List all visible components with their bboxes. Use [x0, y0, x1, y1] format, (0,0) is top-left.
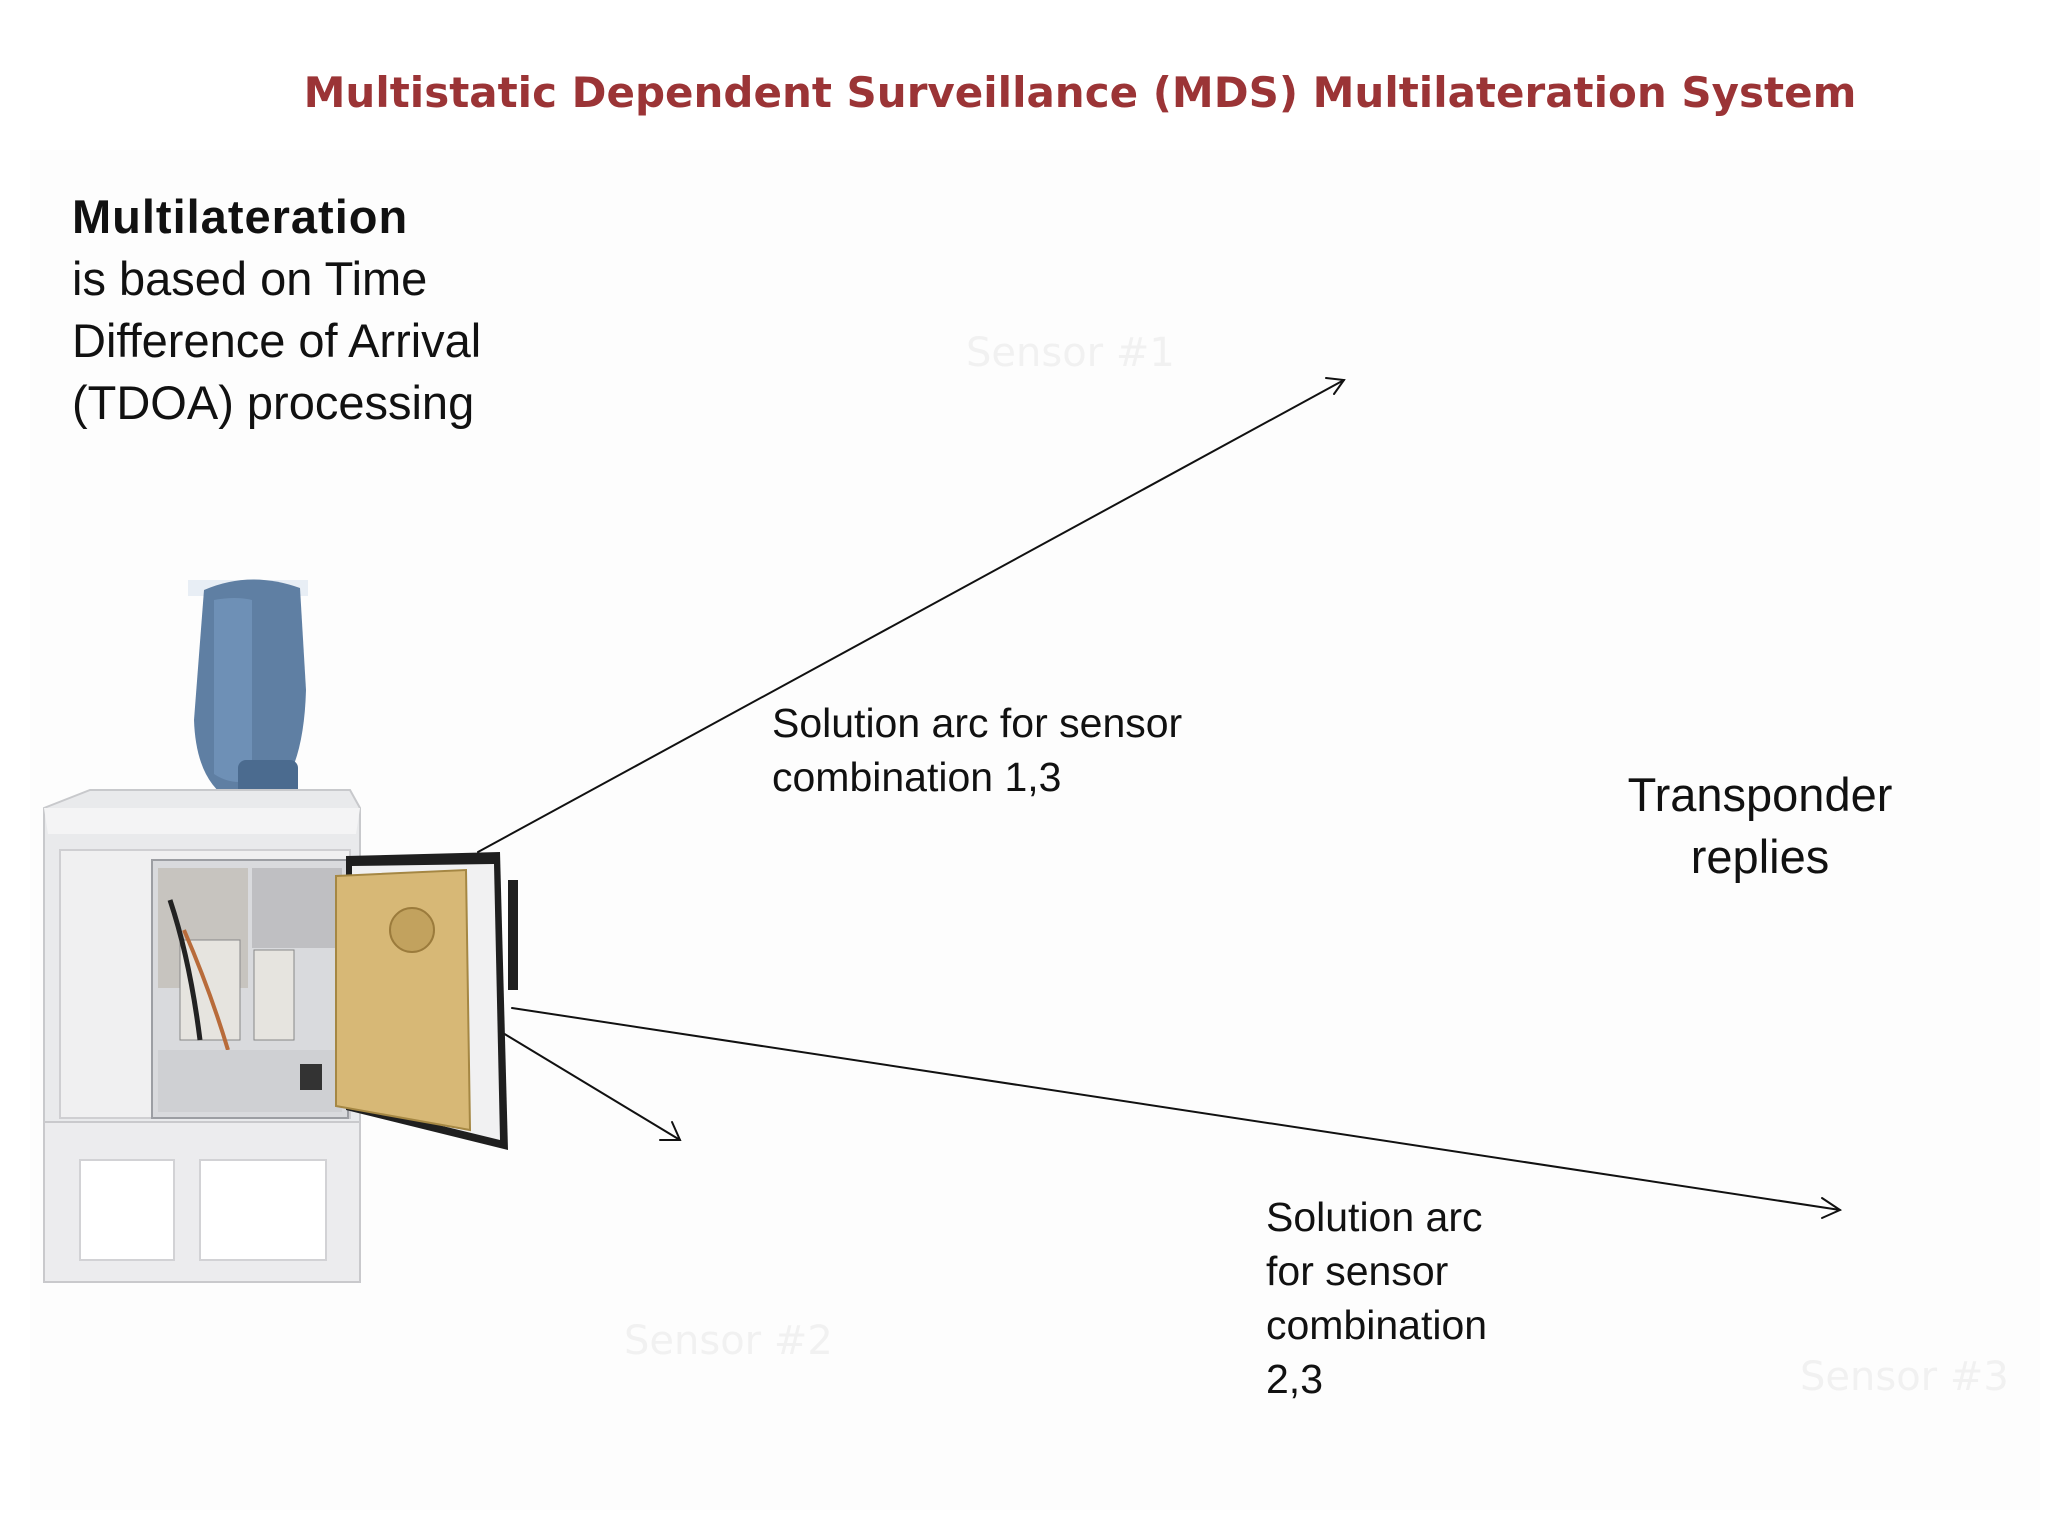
intro-text: Multilateration is based on Time Differe… [72, 186, 592, 434]
arc-2-3-line-3: combination [1266, 1302, 1488, 1348]
arc-1-3-line-1: Solution arc for sensor [772, 700, 1183, 746]
intro-line-1: is based on Time [72, 252, 428, 305]
antenna-icon [188, 579, 308, 820]
sensor-2-label: Sensor #2 [624, 1318, 833, 1364]
transponder-line-1: Transponder [1627, 768, 1893, 821]
solution-arc-1-3-label: Solution arc for sensor combination 1,3 [772, 696, 1182, 804]
arrow-to-sensor-1 [477, 379, 1345, 853]
arc-1-3-line-2: combination 1,3 [772, 754, 1062, 800]
sensor-1-label: Sensor #1 [966, 330, 1175, 376]
arrowhead-sensor-3 [1821, 1197, 1843, 1219]
arc-2-3-line-2: for sensor [1266, 1248, 1449, 1294]
transponder-line-2: replies [1690, 830, 1830, 883]
intro-line-3: (TDOA) processing [72, 376, 475, 429]
intro-line-2: Difference of Arrival [72, 314, 482, 367]
arrowhead-sensor-2 [659, 1121, 682, 1141]
solution-arc-2-3-label: Solution arc for sensor combination 2,3 [1266, 1190, 1487, 1406]
transponder-replies-label: Transponder replies [1580, 764, 1940, 888]
sensor-3-label: Sensor #3 [1800, 1354, 2009, 1400]
arc-2-3-line-4: 2,3 [1266, 1356, 1323, 1402]
arrowhead-sensor-1 [1325, 377, 1346, 395]
arrow-to-sensor-3 [511, 1007, 1841, 1211]
arrow-to-sensor-2 [497, 1029, 681, 1141]
slide-title: Multistatic Dependent Surveillance (MDS)… [303, 68, 1857, 117]
diagram-background [30, 150, 2040, 1510]
intro-heading: Multilateration [72, 190, 409, 243]
arc-2-3-line-1: Solution arc [1266, 1194, 1483, 1240]
